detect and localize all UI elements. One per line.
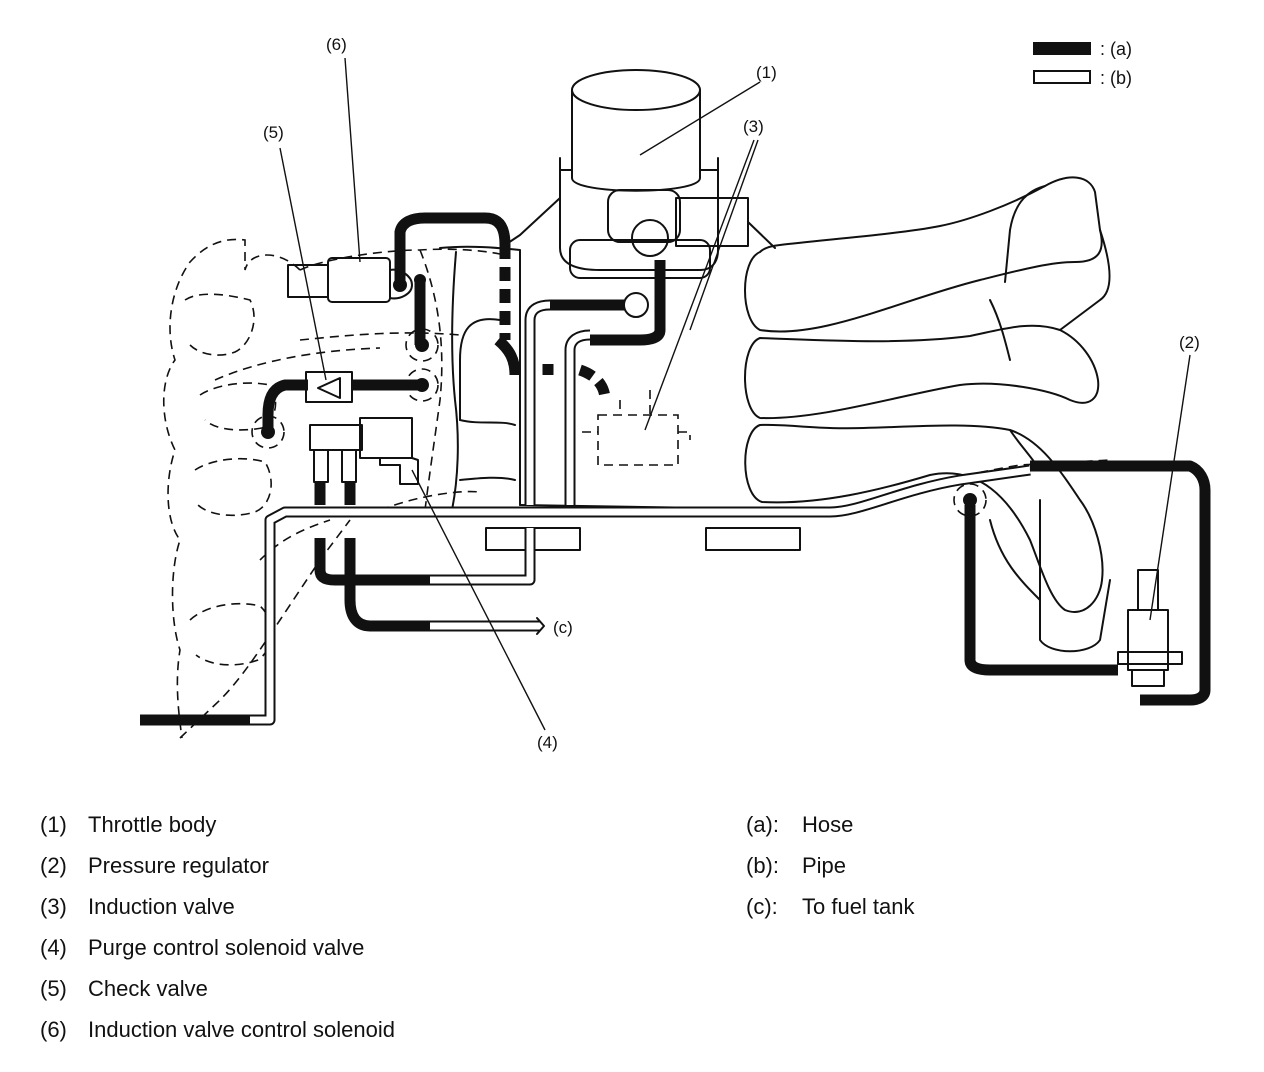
part-name: Purge control solenoid valve — [88, 935, 365, 960]
hoses — [140, 212, 1211, 726]
callout-c: (c) — [553, 618, 573, 637]
check-valve — [305, 371, 353, 403]
part-name: Induction valve control solenoid — [88, 1017, 395, 1042]
symbol-name: To fuel tank — [802, 894, 915, 919]
part-number: (3) — [40, 894, 67, 919]
callout-6: (6) — [326, 35, 347, 54]
purge-control-solenoid-valve — [309, 417, 419, 485]
callout-2: (2) — [1179, 333, 1200, 352]
callout-3: (3) — [743, 117, 764, 136]
leader-lines — [279, 57, 1191, 731]
part-name: Pressure regulator — [88, 853, 269, 878]
callout-5: (5) — [263, 123, 284, 142]
symbol-key: (b): — [746, 853, 779, 878]
part-number: (5) — [40, 976, 67, 1001]
symbol-key: (a): — [746, 812, 779, 837]
part-number: (6) — [40, 1017, 67, 1042]
part-number: (4) — [40, 935, 67, 960]
callouts: (1) (2) (3) (4) (5) (6) (c) — [263, 35, 1200, 752]
symbol-name: Hose — [802, 812, 854, 837]
pressure-regulator — [1117, 569, 1183, 687]
legend-hose-label: : (a) — [1100, 39, 1132, 59]
connection-points — [251, 274, 987, 517]
induction-valve-control-solenoid — [287, 257, 413, 303]
throttle-body — [504, 69, 776, 279]
part-name: Throttle body — [88, 812, 217, 837]
induction-valve-outline — [582, 390, 691, 466]
symbol-name: Pipe — [802, 853, 847, 878]
legend: : (a) : (b) — [1033, 39, 1132, 88]
legend-pipe-swatch — [1033, 70, 1091, 84]
symbol-key: (c): — [746, 894, 778, 919]
pipes — [250, 299, 1031, 726]
callout-1: (1) — [756, 63, 777, 82]
vacuum-hose-routing-diagram: : (a) : (b) — [140, 35, 1211, 752]
part-name: Check valve — [88, 976, 208, 1001]
legend-pipe-label: : (b) — [1100, 68, 1132, 88]
part-number: (1) — [40, 812, 67, 837]
part-name: Induction valve — [88, 894, 235, 919]
part-number: (2) — [40, 853, 67, 878]
legend-hose-swatch — [1033, 42, 1091, 55]
callout-4: (4) — [537, 733, 558, 752]
